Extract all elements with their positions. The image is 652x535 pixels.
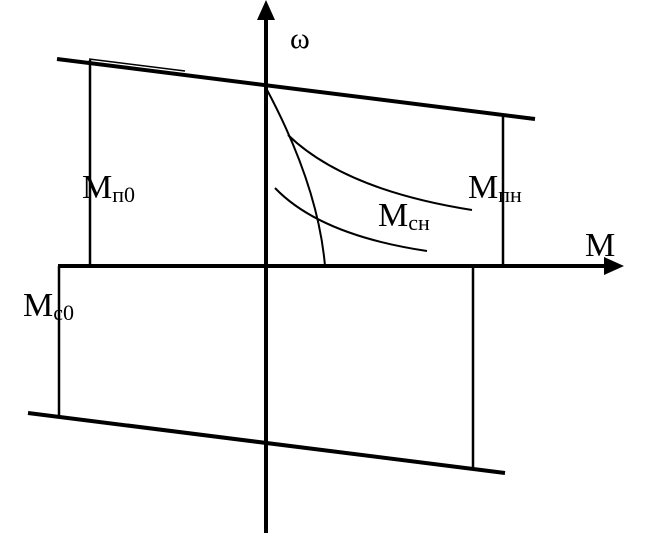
m-sn-label: Mсн: [378, 197, 430, 235]
m-s0-label: Mс0: [23, 287, 74, 325]
m-pn-label-sub: пн: [498, 182, 522, 207]
m-axis-label: M: [585, 227, 615, 264]
m-pn-label: Mпн: [468, 169, 522, 207]
hyperbolic-curve-upper: [287, 134, 473, 211]
steep-load-curve: [265, 87, 326, 267]
omega-axis-label: ω: [290, 22, 310, 55]
m-p0-label-main: M: [82, 169, 112, 206]
m-p0-label: Mп0: [82, 169, 135, 207]
m-axis-arrowhead: [604, 257, 624, 275]
lower-characteristic-line: [27, 411, 506, 475]
m-s0-label-sub: с0: [53, 300, 74, 325]
m-sn-label-main: M: [378, 197, 408, 234]
omega-axis-arrowhead: [257, 0, 275, 20]
upper-characteristic-line: [56, 57, 536, 121]
m-s0-label-main: M: [23, 287, 53, 324]
m-sn-label-sub: сн: [408, 210, 430, 235]
upper-line-thin-tip: [88, 58, 186, 72]
m-pn-label-main: M: [468, 169, 498, 206]
m-p0-label-sub: п0: [112, 182, 135, 207]
hyperbolic-curve-lower: [274, 187, 428, 252]
